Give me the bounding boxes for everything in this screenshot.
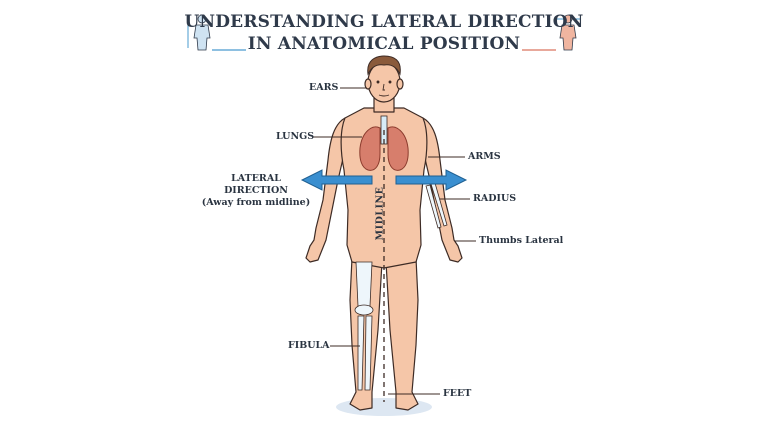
small-human-icon-blue — [187, 14, 211, 51]
face — [376, 80, 392, 97]
lateral-arrow-left — [300, 169, 373, 191]
label-lungs: LUNGS — [276, 131, 315, 142]
leader-lines — [313, 87, 476, 395]
title-line-1: UNDERSTANDING LATERAL DIRECTION — [184, 12, 584, 32]
small-human-icon-red — [555, 14, 581, 51]
label-thumbs-lateral: Thumbs Lateral — [479, 235, 564, 246]
label-lateral-direction: LATERAL DIRECTION (Away from midline) — [190, 173, 322, 209]
leg-bones — [354, 261, 374, 391]
lateral-line-3: (Away from midline) — [201, 197, 311, 208]
lateral-line-2: DIRECTION — [224, 185, 288, 196]
hair — [367, 55, 401, 76]
lateral-line-1: LATERAL — [231, 173, 281, 184]
label-midline: MIDLINE — [374, 186, 386, 241]
label-feet: FEET — [443, 388, 472, 399]
lungs — [359, 126, 409, 171]
label-ears: EARS — [309, 82, 339, 93]
label-fibula: FIBULA — [288, 340, 330, 351]
lateral-arrow-right — [395, 169, 468, 191]
label-arms: ARMS — [468, 151, 501, 162]
label-radius: RADIUS — [473, 193, 517, 204]
title-line-2: IN ANATOMICAL POSITION — [247, 34, 521, 54]
